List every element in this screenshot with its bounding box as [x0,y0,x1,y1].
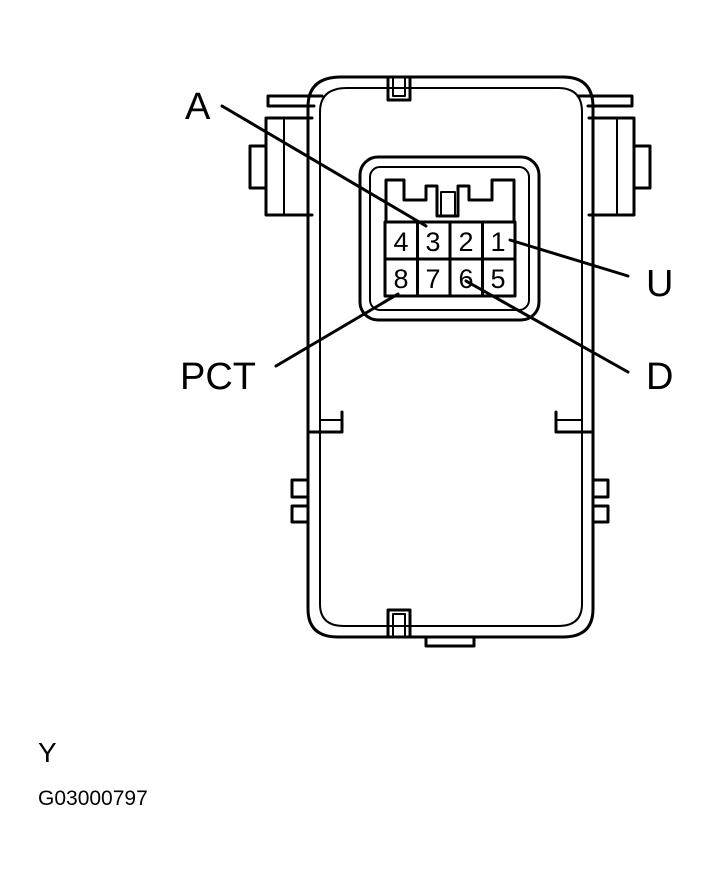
connector-housing [248,75,652,648]
callout-pct: PCT [180,356,256,398]
pin-8-label: 8 [393,264,408,294]
pin-6-label: 6 [458,264,473,294]
pin-2-label: 2 [458,227,473,257]
view-label: Y [38,737,57,768]
callout-u: U [646,263,673,305]
leader-u [508,238,630,278]
pin-grid: 4 3 2 1 8 7 6 5 [383,220,517,298]
pin-1-label: 1 [490,227,505,257]
leader-d [464,279,630,374]
pin-7-label: 7 [425,264,440,294]
leader-pct [274,292,400,368]
leader-a [220,104,428,228]
pin-3-label: 3 [425,227,440,257]
pin-5-label: 5 [490,264,505,294]
figure-id: G03000797 [38,787,148,810]
pin-4-label: 4 [393,227,408,257]
terminal-face [358,155,541,322]
callout-a: A [185,86,211,128]
callout-d: D [646,356,673,398]
